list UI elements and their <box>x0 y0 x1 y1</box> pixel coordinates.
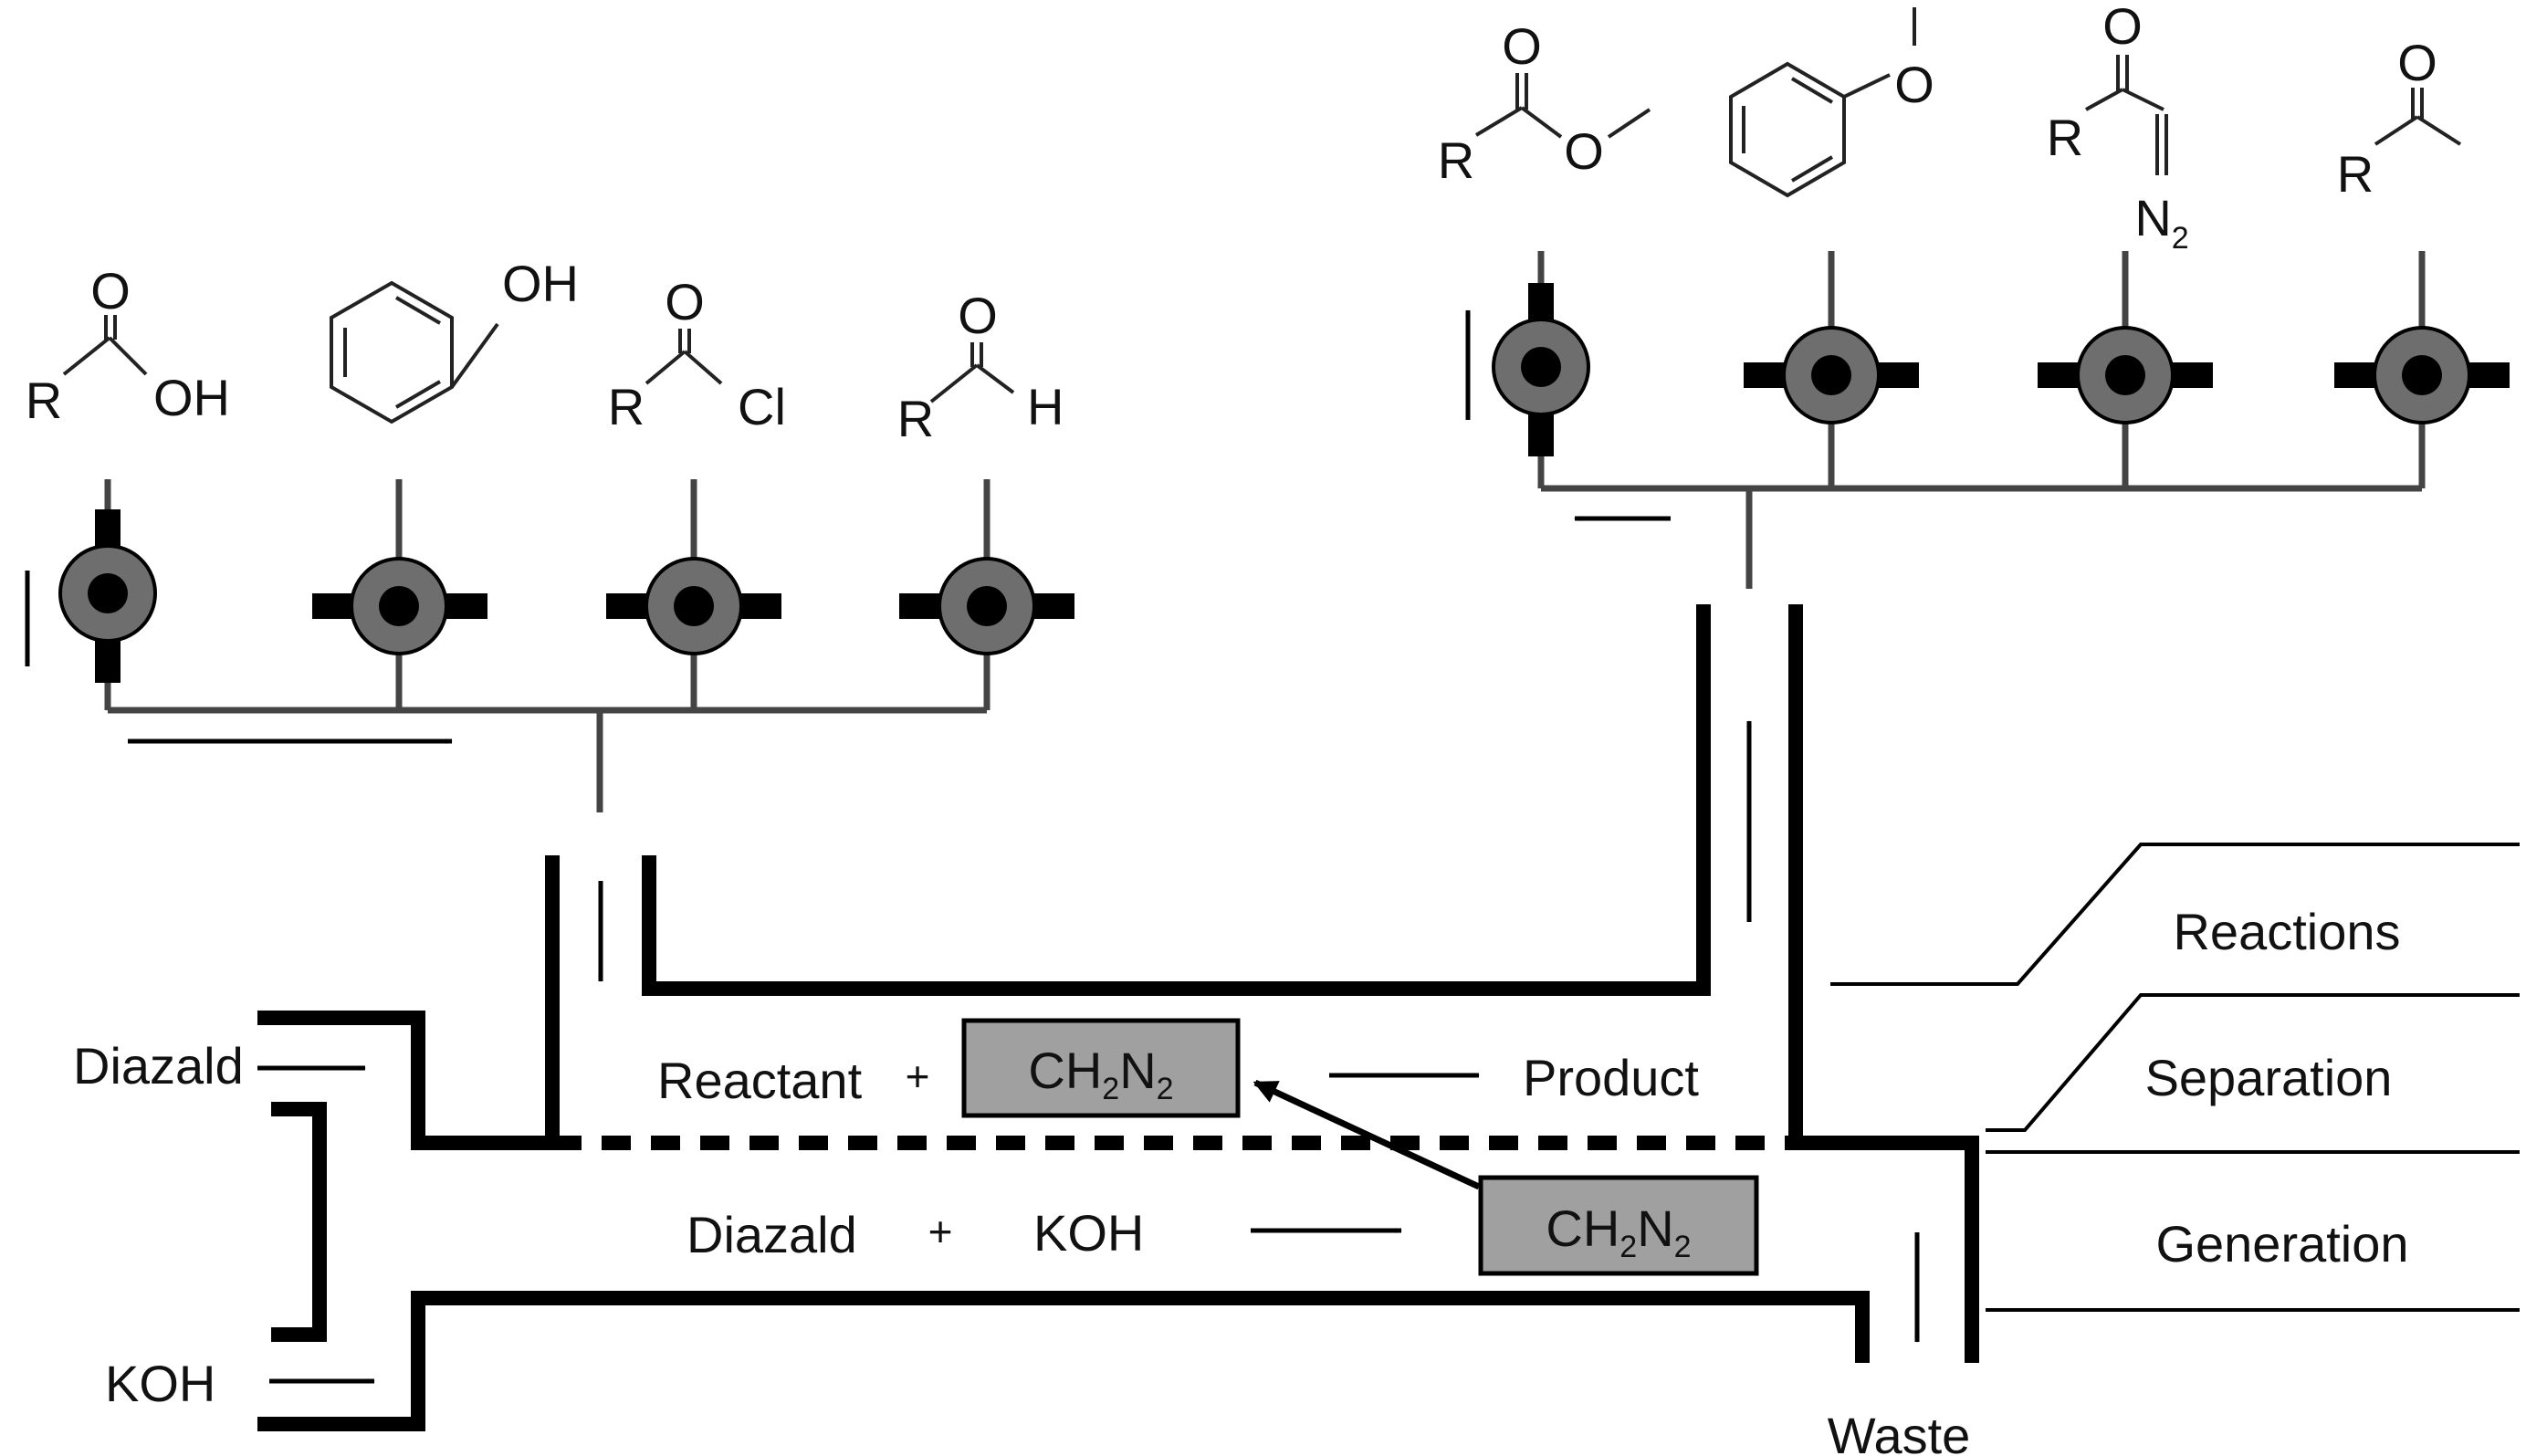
valve-anisole[interactable] <box>1744 326 1919 424</box>
diazoketone-r: R <box>2047 109 2083 166</box>
anisole-o: O <box>1894 56 1934 113</box>
acyl-chloride-structure <box>645 329 723 385</box>
methyl-ester-structure <box>1474 73 1651 139</box>
diazald-inlet-label: Diazald <box>73 1037 244 1095</box>
diazoketone-structure <box>2085 55 2168 175</box>
product-label: Product <box>1523 1049 1699 1106</box>
carboxylic-acid-o: O <box>90 262 131 319</box>
ch2n2-box-lower: CH2N2 <box>1478 1175 1759 1276</box>
aldehyde-o: O <box>958 287 998 344</box>
acyl-chloride-cl: Cl <box>738 378 786 435</box>
methyl-ester-r: R <box>1438 131 1474 189</box>
aldehyde-structure <box>929 342 1015 403</box>
methyl-ketone-r: R <box>2337 145 2374 203</box>
valve-acyl-chloride[interactable] <box>606 557 781 655</box>
svg-text:CH2N2: CH2N2 <box>1546 1199 1691 1264</box>
svg-text:CH2N2: CH2N2 <box>1028 1042 1173 1106</box>
acyl-chloride-r: R <box>608 378 645 435</box>
valve-acid[interactable] <box>58 509 157 683</box>
stage-brackets <box>1830 843 2520 1312</box>
valve-aldehyde[interactable] <box>899 557 1074 655</box>
koh-channel-label: KOH <box>1033 1204 1144 1262</box>
valve-phenol[interactable] <box>312 557 487 655</box>
carboxylic-acid-oh: OH <box>153 369 230 426</box>
diazoketone-o: O <box>2102 0 2143 55</box>
phenol-structure <box>330 280 499 424</box>
upper-plus: + <box>906 1053 930 1100</box>
diazoketone-n: N2 <box>2134 189 2188 256</box>
stage-generation: Generation <box>2155 1215 2408 1273</box>
lower-plus: + <box>928 1208 953 1255</box>
valve-diazoketone[interactable] <box>2038 326 2213 424</box>
methyl-ketone-structure <box>2374 88 2462 146</box>
methyl-ester-o-ether: O <box>1564 122 1604 180</box>
diazald-channel-label: Diazald <box>687 1206 857 1263</box>
valve-ketone[interactable] <box>2334 326 2510 424</box>
carboxylic-acid-r: R <box>26 372 62 429</box>
phenol-oh: OH <box>502 255 579 312</box>
anisole-structure <box>1729 7 1916 198</box>
aldehyde-r: R <box>897 390 934 447</box>
reactant-manifold <box>104 479 990 812</box>
waste-label: Waste <box>1828 1407 1971 1456</box>
product-manifold <box>1537 251 2426 589</box>
valve-ester[interactable] <box>1492 283 1590 456</box>
carboxylic-acid-structure <box>62 315 148 376</box>
reactor-walls <box>257 604 1979 1431</box>
diffusion-arrow <box>1253 1079 1481 1190</box>
aldehyde-h: H <box>1027 378 1064 435</box>
reactant-label: Reactant <box>657 1052 863 1109</box>
stage-reactions: Reactions <box>2173 903 2400 960</box>
stage-separation: Separation <box>2145 1049 2393 1106</box>
methyl-ketone-o: O <box>2397 34 2437 91</box>
ch2n2-box-upper: CH2N2 <box>961 1018 1241 1118</box>
acyl-chloride-o: O <box>665 273 705 330</box>
methyl-ester-o-top: O <box>1502 17 1542 75</box>
koh-inlet-label: KOH <box>105 1355 215 1412</box>
